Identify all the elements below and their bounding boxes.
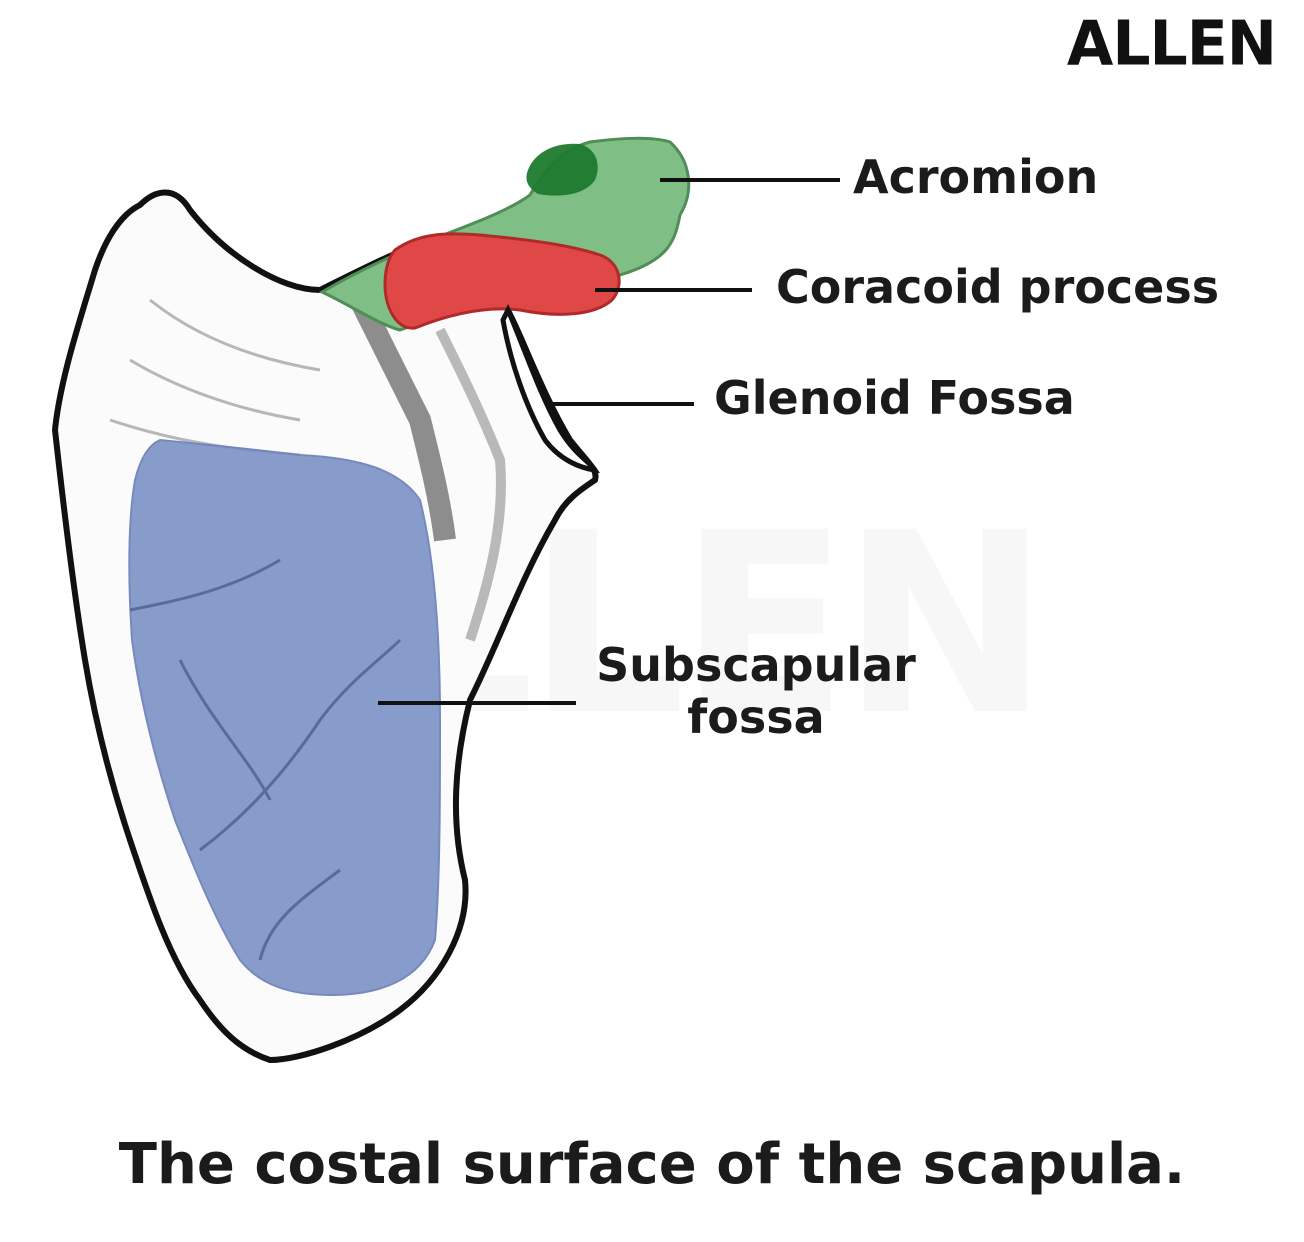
label-coracoid-process: Coracoid process bbox=[776, 260, 1220, 314]
glenoid-fossa-shape bbox=[500, 304, 600, 474]
label-subscapular-line2: fossa bbox=[687, 689, 825, 744]
subscapular-fossa-region bbox=[128, 438, 442, 997]
figure-caption: The costal surface of the scapula. bbox=[118, 1132, 1186, 1197]
coracoid-process-region bbox=[383, 232, 621, 330]
bone-shading-right bbox=[435, 327, 506, 642]
acromion-dark-patch bbox=[526, 143, 598, 196]
label-glenoid-fossa: Glenoid Fossa bbox=[714, 371, 1075, 425]
label-subscapular-fossa: Subscapular fossa bbox=[580, 638, 932, 744]
bone-shading-dark bbox=[350, 295, 456, 542]
label-subscapular-line1: Subscapular bbox=[596, 638, 916, 692]
label-acromion: Acromion bbox=[853, 150, 1099, 204]
fossa-ridge-lines bbox=[129, 558, 402, 961]
allen-logo: ALLEN bbox=[1066, 8, 1277, 80]
